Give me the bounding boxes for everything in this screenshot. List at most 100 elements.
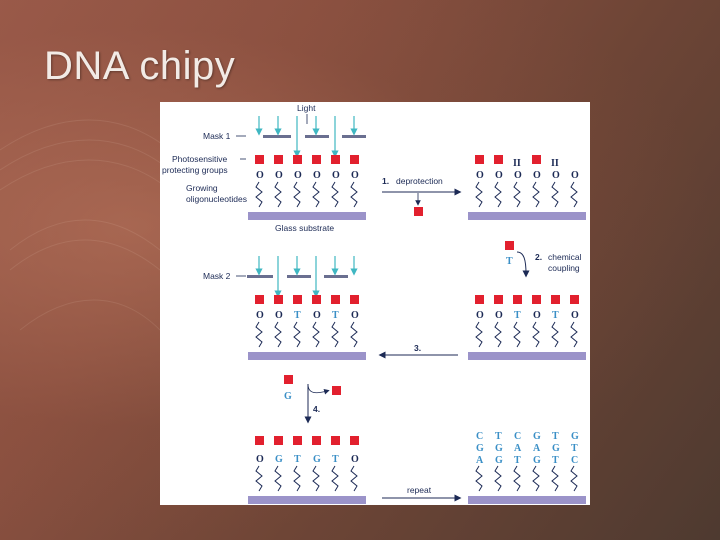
- final-base: C: [571, 455, 578, 466]
- base-o: O: [332, 170, 340, 181]
- base-t: T: [552, 310, 559, 321]
- step1-number: 1.: [382, 176, 389, 186]
- base-o: O: [351, 454, 359, 465]
- step1-label: deprotection: [396, 176, 443, 186]
- base-h: II: [551, 158, 559, 169]
- base-o: O: [476, 310, 484, 321]
- bases-a: O O O O O O: [256, 170, 359, 181]
- mask1: [263, 135, 366, 138]
- mask2-label: Mask 2: [203, 271, 231, 281]
- final-base: A: [476, 455, 484, 466]
- base-o: O: [351, 310, 359, 321]
- base-h: II: [513, 158, 521, 169]
- base-o: O: [256, 454, 264, 465]
- released-group-4: [332, 386, 341, 395]
- substrate-c: [468, 352, 586, 360]
- base-o: O: [533, 310, 541, 321]
- light-arrows-1: [255, 116, 358, 158]
- base-o: O: [552, 170, 560, 181]
- substrate-e: [248, 496, 366, 504]
- bases-e: O G T G T O: [256, 454, 359, 465]
- bases-b: O O O O O O: [476, 170, 579, 181]
- incoming-base-t: T: [506, 256, 513, 267]
- final-base: G: [495, 455, 503, 466]
- step2-label-1: chemical: [548, 252, 582, 262]
- final-base: G: [476, 443, 484, 454]
- substrate-d: [248, 352, 366, 360]
- base-o: O: [571, 170, 579, 181]
- base-g: G: [313, 454, 321, 465]
- slide-title: DNA chipy: [44, 44, 236, 88]
- base-t: T: [332, 310, 339, 321]
- final-base: A: [533, 443, 541, 454]
- final-base: C: [514, 431, 521, 442]
- final-base: T: [514, 455, 521, 466]
- base-o: O: [533, 170, 541, 181]
- bases-c: O O T O T O: [476, 310, 579, 321]
- protecting-groups-d: [255, 295, 359, 304]
- final-base: A: [514, 443, 522, 454]
- base-t: T: [294, 454, 301, 465]
- final-base: T: [571, 443, 578, 454]
- base-o: O: [514, 170, 522, 181]
- oligos-e: [255, 465, 358, 492]
- light-arrows-2: [255, 256, 358, 298]
- mask1-label: Mask 1: [203, 131, 231, 141]
- release-arrow-4: [307, 383, 330, 395]
- base-o: O: [275, 170, 283, 181]
- light-label: Light: [297, 103, 316, 113]
- final-base: T: [495, 431, 502, 442]
- base-o: O: [275, 310, 283, 321]
- oligos-c: [475, 321, 578, 348]
- substrate-f: [468, 496, 586, 504]
- protecting-groups-e: [255, 436, 359, 445]
- photosensitive-label-2: protecting groups: [162, 165, 228, 175]
- base-o: O: [256, 310, 264, 321]
- final-base: T: [552, 431, 559, 442]
- dna-chip-figure: Light Mask 1 Photosensitive protecting g…: [160, 102, 590, 505]
- bases-b-top: II II: [513, 158, 559, 169]
- base-t: T: [294, 310, 301, 321]
- photosensitive-label-1: Photosensitive: [172, 154, 228, 164]
- base-o: O: [294, 170, 302, 181]
- glass-substrate-label: Glass substrate: [275, 223, 334, 233]
- step2-label-2: coupling: [548, 263, 580, 273]
- substrate-b: [468, 212, 586, 220]
- base-o: O: [351, 170, 359, 181]
- released-group-1: [414, 207, 423, 216]
- incoming-base-g: G: [284, 391, 292, 402]
- incoming-group-4: [284, 375, 293, 384]
- final-base: G: [533, 455, 541, 466]
- mask2: [247, 275, 348, 278]
- incoming-group-2: [505, 241, 514, 250]
- base-o: O: [495, 170, 503, 181]
- oligos-a: [255, 181, 358, 208]
- base-t: T: [332, 454, 339, 465]
- final-base: T: [552, 455, 559, 466]
- final-base: G: [571, 431, 579, 442]
- growing-label-2: oligonucleotides: [186, 194, 247, 204]
- step2-number: 2.: [535, 252, 542, 262]
- base-o: O: [495, 310, 503, 321]
- figure-svg: Light Mask 1 Photosensitive protecting g…: [162, 103, 586, 504]
- base-t: T: [514, 310, 521, 321]
- final-base: G: [552, 443, 560, 454]
- step3-number: 3.: [414, 343, 421, 353]
- oligos-d: [255, 321, 358, 348]
- oligos-f: [475, 465, 578, 492]
- step2-arrow: [516, 251, 530, 278]
- protecting-groups-a: [255, 155, 359, 164]
- step4-number: 4.: [313, 404, 320, 414]
- base-o: O: [476, 170, 484, 181]
- growing-label-1: Growing: [186, 183, 218, 193]
- base-o: O: [571, 310, 579, 321]
- base-o: O: [313, 310, 321, 321]
- final-base: C: [476, 431, 483, 442]
- protecting-groups-b: [475, 155, 541, 164]
- protecting-groups-c: [475, 295, 579, 304]
- final-base: G: [533, 431, 541, 442]
- base-o: O: [256, 170, 264, 181]
- repeat-label: repeat: [407, 485, 432, 495]
